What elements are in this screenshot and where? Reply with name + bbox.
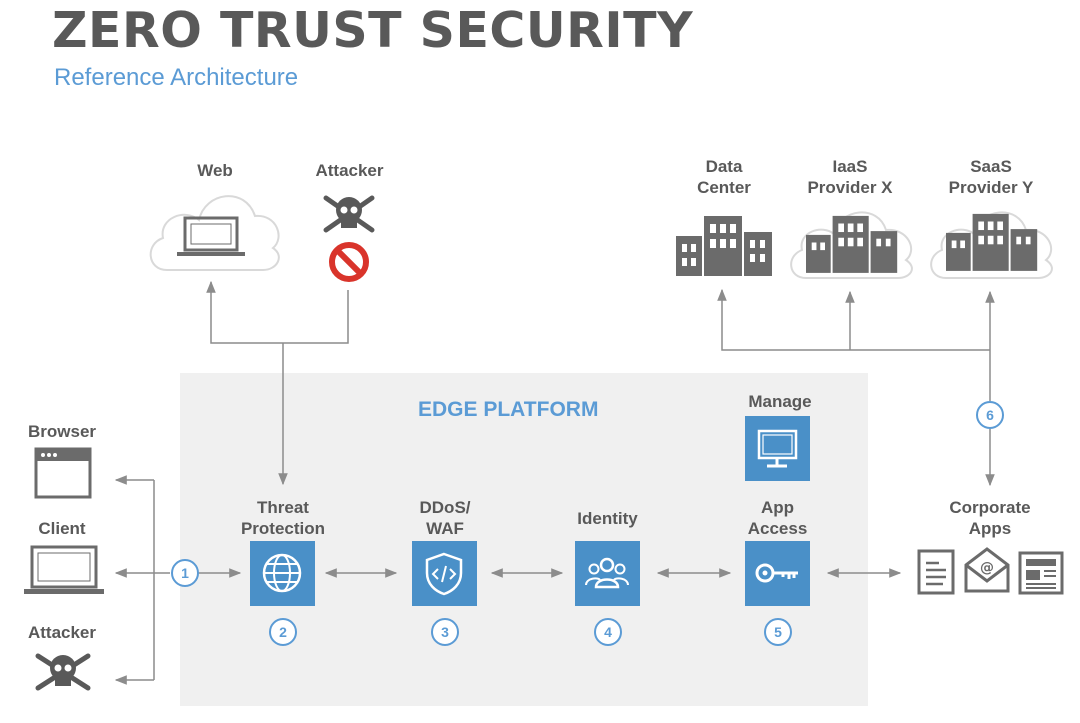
newspaper-icon — [1018, 551, 1064, 595]
saas-label: SaaS Provider Y — [940, 156, 1042, 198]
step-4-badge: 4 — [594, 618, 622, 646]
data-center-label: Data Center — [686, 156, 762, 198]
ddos-line1: DDoS/ — [419, 498, 471, 517]
shield-code-icon — [425, 552, 463, 596]
threat-protection-label: Threat Protection — [228, 497, 338, 539]
left-skull-icon — [35, 653, 91, 691]
web-label: Web — [197, 161, 233, 180]
identity-label: Identity — [577, 509, 638, 528]
monitor-icon — [757, 429, 798, 468]
manage-label: Manage — [748, 392, 812, 411]
iaas-label: IaaS Provider X — [800, 156, 900, 198]
data-center-line2: Center — [697, 178, 751, 197]
top-attacker-label: Attacker — [315, 161, 384, 180]
block-icon — [329, 242, 369, 282]
app-access-label: App Access — [730, 497, 825, 539]
ddos-waf-box[interactable] — [412, 541, 477, 606]
browser-label: Browser — [27, 422, 97, 441]
app-access-box[interactable] — [745, 541, 810, 606]
browser-window-icon — [34, 447, 92, 499]
step-3-badge: 3 — [431, 618, 459, 646]
saas-line1: SaaS — [970, 157, 1012, 176]
iaas-line2: Provider X — [807, 178, 893, 197]
users-icon — [585, 557, 629, 589]
client-laptop-icon — [24, 545, 104, 594]
document-icon — [917, 549, 955, 595]
step-5-badge: 5 — [764, 618, 792, 646]
iaas-line1: IaaS — [832, 157, 868, 176]
data-center-line1: Data — [705, 157, 743, 176]
threat-protection-box[interactable] — [250, 541, 315, 606]
key-icon — [755, 563, 798, 583]
step-2-badge: 2 — [269, 618, 297, 646]
ddos-waf-label: DDoS/ WAF — [398, 497, 492, 539]
page-title: ZERO TRUST SECURITY — [52, 2, 694, 59]
manage-box[interactable] — [745, 416, 810, 481]
saas-line2: Provider Y — [948, 178, 1034, 197]
svg-text:@: @ — [980, 560, 994, 576]
corporate-apps-label: Corporate Apps — [930, 497, 1050, 539]
email-icon: @ — [964, 547, 1010, 593]
laptop-icon — [180, 210, 250, 260]
web-cloud-icon — [149, 195, 280, 271]
saas-cloud-building-icon — [930, 211, 1053, 279]
edge-platform-label: EDGE PLATFORM — [418, 398, 599, 421]
iaas-cloud-building-icon — [790, 211, 913, 279]
corporate-apps-line2: Apps — [968, 519, 1012, 538]
corporate-apps-line1: Corporate — [949, 498, 1031, 517]
page-subtitle: Reference Architecture — [54, 64, 299, 91]
threat-line1: Threat — [257, 498, 309, 517]
identity-box[interactable] — [575, 541, 640, 606]
step-6-badge: 6 — [976, 401, 1004, 429]
skull-icon — [323, 195, 375, 233]
app-access-line1: App — [760, 498, 795, 517]
app-access-line2: Access — [747, 519, 808, 538]
threat-line2: Protection — [240, 519, 326, 538]
step-1-badge: 1 — [171, 559, 199, 587]
globe-icon — [262, 553, 302, 593]
ddos-line2: WAF — [426, 519, 464, 538]
client-label: Client — [38, 519, 86, 538]
building-icon — [676, 216, 772, 276]
left-attacker-label: Attacker — [27, 623, 97, 642]
